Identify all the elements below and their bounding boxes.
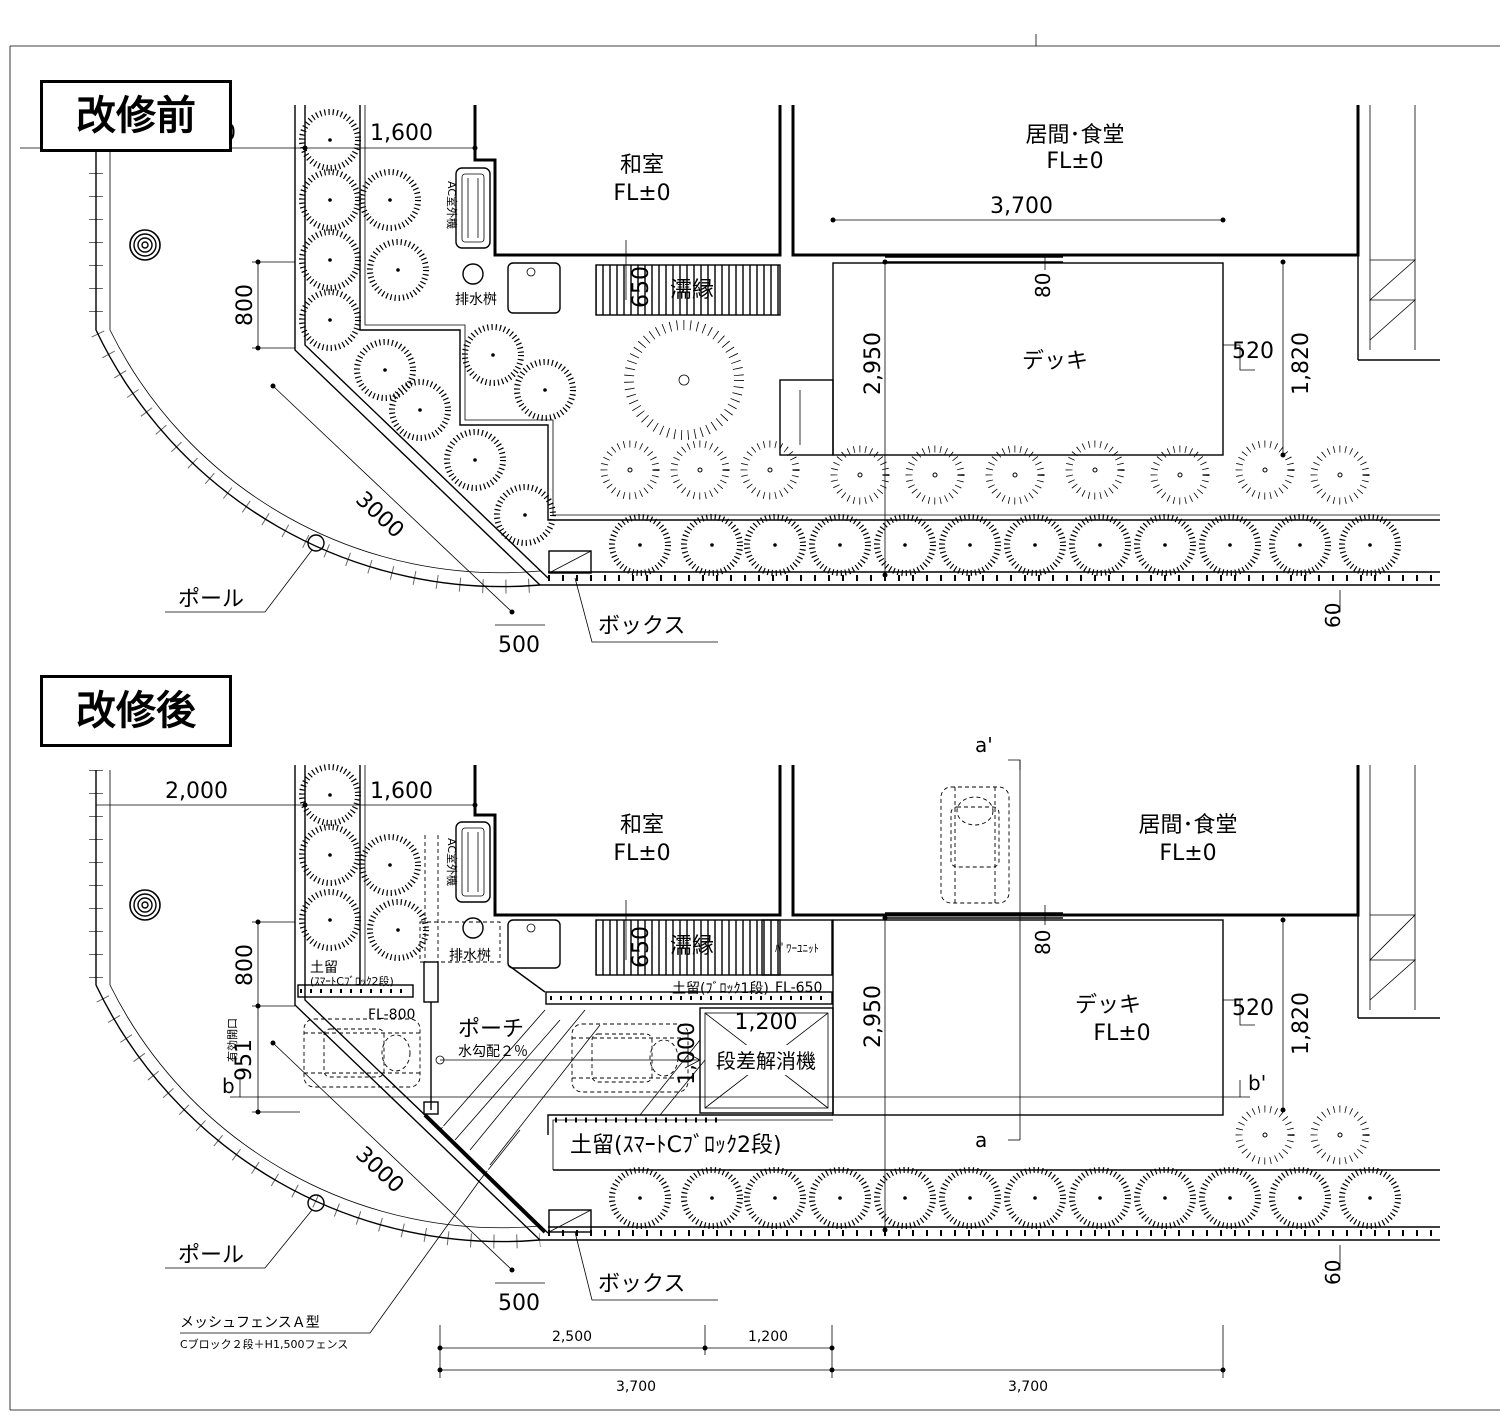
before-dim-3000: 3000 bbox=[350, 487, 408, 543]
before-dim-1820: 1,820 bbox=[1289, 332, 1314, 395]
after-retain-left-sub: (ｽﾏｰﾄCﾌﾞﾛｯｸ2段) bbox=[310, 974, 394, 988]
before-dim-80: 80 bbox=[1031, 273, 1055, 298]
plan-before bbox=[20, 105, 1440, 643]
heading-after: 改修後 bbox=[40, 675, 232, 747]
after-drain-label: 排水桝 bbox=[449, 948, 491, 964]
after-washitsu-label: 和室 bbox=[620, 813, 664, 838]
after-living-label: 居間･食堂 bbox=[1138, 813, 1237, 838]
after-dim-1820: 1,820 bbox=[1289, 992, 1314, 1055]
after-retain-left-label: 土留 bbox=[310, 960, 338, 976]
after-dim-3700-right: 3,700 bbox=[1008, 1379, 1048, 1395]
after-dim-60: 60 bbox=[1321, 1260, 1345, 1285]
after-living-fl: FL±0 bbox=[1159, 841, 1216, 866]
section-marker-a-prime: a' bbox=[975, 733, 993, 757]
before-dim-650: 650 bbox=[629, 266, 654, 308]
before-dim-2950: 2,950 bbox=[861, 332, 886, 395]
after-box-label: ボックス bbox=[598, 1272, 685, 1297]
section-marker-a: a bbox=[975, 1128, 987, 1152]
after-dim-650: 650 bbox=[629, 926, 654, 968]
before-dim-500: 500 bbox=[498, 633, 540, 658]
after-dim-3000: 3000 bbox=[350, 1142, 408, 1198]
after-deck-fl: FL±0 bbox=[1093, 1021, 1150, 1046]
after-dim-1200-bottom: 1,200 bbox=[748, 1329, 788, 1345]
after-dim-1200-lift: 1,200 bbox=[735, 1010, 798, 1035]
after-dim-2950: 2,950 bbox=[861, 985, 886, 1048]
after-dim-500: 500 bbox=[498, 1291, 540, 1316]
before-dim-800: 800 bbox=[233, 284, 258, 326]
after-dim-2500: 2,500 bbox=[552, 1329, 592, 1345]
before-box-label: ボックス bbox=[598, 614, 685, 639]
section-marker-b: b bbox=[222, 1074, 235, 1098]
after-dim-951: 951 bbox=[232, 1039, 257, 1081]
after-dim-2000: 2,000 bbox=[165, 779, 228, 804]
after-washitsu-fl: FL±0 bbox=[613, 841, 670, 866]
before-pole-label: ポール bbox=[178, 587, 244, 612]
after-labels: 2,000 1,600 800 951 有効開口 3000 500 80 2,9… bbox=[165, 733, 1345, 1395]
after-opening-label: 有効開口 bbox=[225, 1018, 239, 1062]
heading-before: 改修前 bbox=[40, 80, 232, 152]
after-engawa-label: 濡縁 bbox=[670, 934, 714, 959]
before-deck-label: デッキ bbox=[1022, 349, 1088, 374]
after-power-unit-label: ﾊﾟﾜｰﾕﾆｯﾄ bbox=[775, 942, 819, 955]
before-dim-3700: 3,700 bbox=[990, 194, 1053, 219]
before-dim-1600: 1,600 bbox=[370, 121, 433, 146]
before-dim-520: 520 bbox=[1232, 339, 1274, 364]
before-labels: 0 1,600 800 3000 500 3,700 80 2,950 520 … bbox=[178, 121, 1345, 658]
after-dim-1000: 1,000 bbox=[675, 1022, 700, 1085]
after-lift-label: 段差解消機 bbox=[716, 1049, 816, 1073]
after-ac-label: AC室外機 bbox=[445, 838, 459, 886]
section-marker-b-prime: b' bbox=[1248, 1071, 1266, 1095]
before-engawa-label: 濡縁 bbox=[670, 278, 714, 303]
after-retain-block1-label: 土留(ﾌﾞﾛｯｸ1段) bbox=[672, 981, 769, 997]
after-fl800-label: FL-800 bbox=[368, 1007, 415, 1023]
after-dim-800: 800 bbox=[233, 944, 258, 986]
fence-spec-label: Cブロック２段＋H1,500フェンス bbox=[180, 1337, 348, 1351]
after-slope-label: 水勾配２％ bbox=[458, 1044, 528, 1060]
fence-type-label: メッシュフェンスＡ型 bbox=[180, 1315, 320, 1331]
before-dim-60: 60 bbox=[1321, 603, 1345, 628]
after-dim-1600: 1,600 bbox=[370, 779, 433, 804]
plan-after bbox=[89, 759, 1440, 1378]
before-washitsu-fl: FL±0 bbox=[613, 181, 670, 206]
after-dim-520: 520 bbox=[1232, 996, 1274, 1021]
after-pole-label: ポール bbox=[178, 1243, 244, 1268]
before-living-label: 居間･食堂 bbox=[1025, 123, 1124, 148]
after-deck-label: デッキ bbox=[1075, 993, 1141, 1018]
before-living-fl: FL±0 bbox=[1046, 149, 1103, 174]
after-dim-3700-left: 3,700 bbox=[616, 1379, 656, 1395]
before-washitsu-label: 和室 bbox=[620, 153, 664, 178]
after-fl650-label: FL-650 bbox=[775, 980, 822, 996]
after-porch-label: ポーチ bbox=[458, 1017, 524, 1042]
before-drain-label: 排水桝 bbox=[455, 292, 497, 308]
after-dim-80: 80 bbox=[1031, 930, 1055, 955]
after-retain-main-label: 土留(ｽﾏｰﾄCﾌﾞﾛｯｸ2段) bbox=[570, 1133, 782, 1158]
before-ac-label: AC室外機 bbox=[445, 181, 459, 229]
